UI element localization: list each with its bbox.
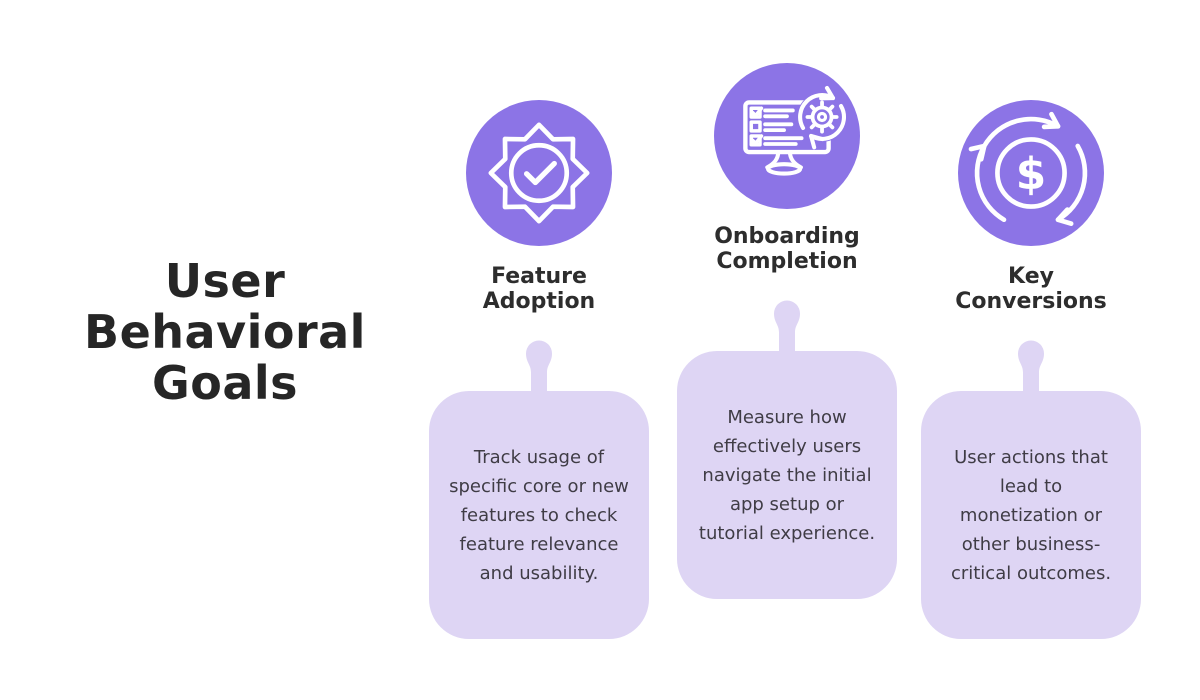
column-title: Feature Adoption	[482, 264, 596, 314]
goal-column-feature-adoption: Feature Adoption Track usage of specific…	[429, 0, 649, 700]
icon-circle: $	[958, 100, 1104, 246]
icon-circle	[714, 63, 860, 209]
badge-check-icon	[488, 122, 590, 224]
onboarding-checklist-monitor-icon	[743, 85, 847, 176]
svg-text:$: $	[1016, 148, 1046, 199]
icon-circle	[466, 100, 612, 246]
connector-stem	[526, 340, 552, 393]
card-description: User actions that lead to monetization o…	[950, 446, 1112, 584]
goal-column-key-conversions: $ Key Conversions User actions that lead…	[921, 0, 1141, 700]
card-description: Measure how effectively users navigate t…	[698, 406, 876, 544]
page-title: User Behavioral Goals	[84, 254, 366, 410]
goal-column-onboarding-completion: Onboarding Completion Measure how effect…	[677, 0, 897, 700]
card-description: Track usage of specific core or new feat…	[449, 446, 629, 584]
description-card: Measure how effectively users navigate t…	[677, 351, 897, 599]
connector-stem	[1018, 340, 1044, 393]
column-title: Onboarding Completion	[714, 224, 860, 274]
column-title: Key Conversions	[955, 264, 1107, 314]
dollar-cycle-icon: $	[968, 111, 1088, 226]
description-card: Track usage of specific core or new feat…	[429, 391, 649, 639]
connector-stem	[774, 300, 800, 353]
description-card: User actions that lead to monetization o…	[921, 391, 1141, 639]
